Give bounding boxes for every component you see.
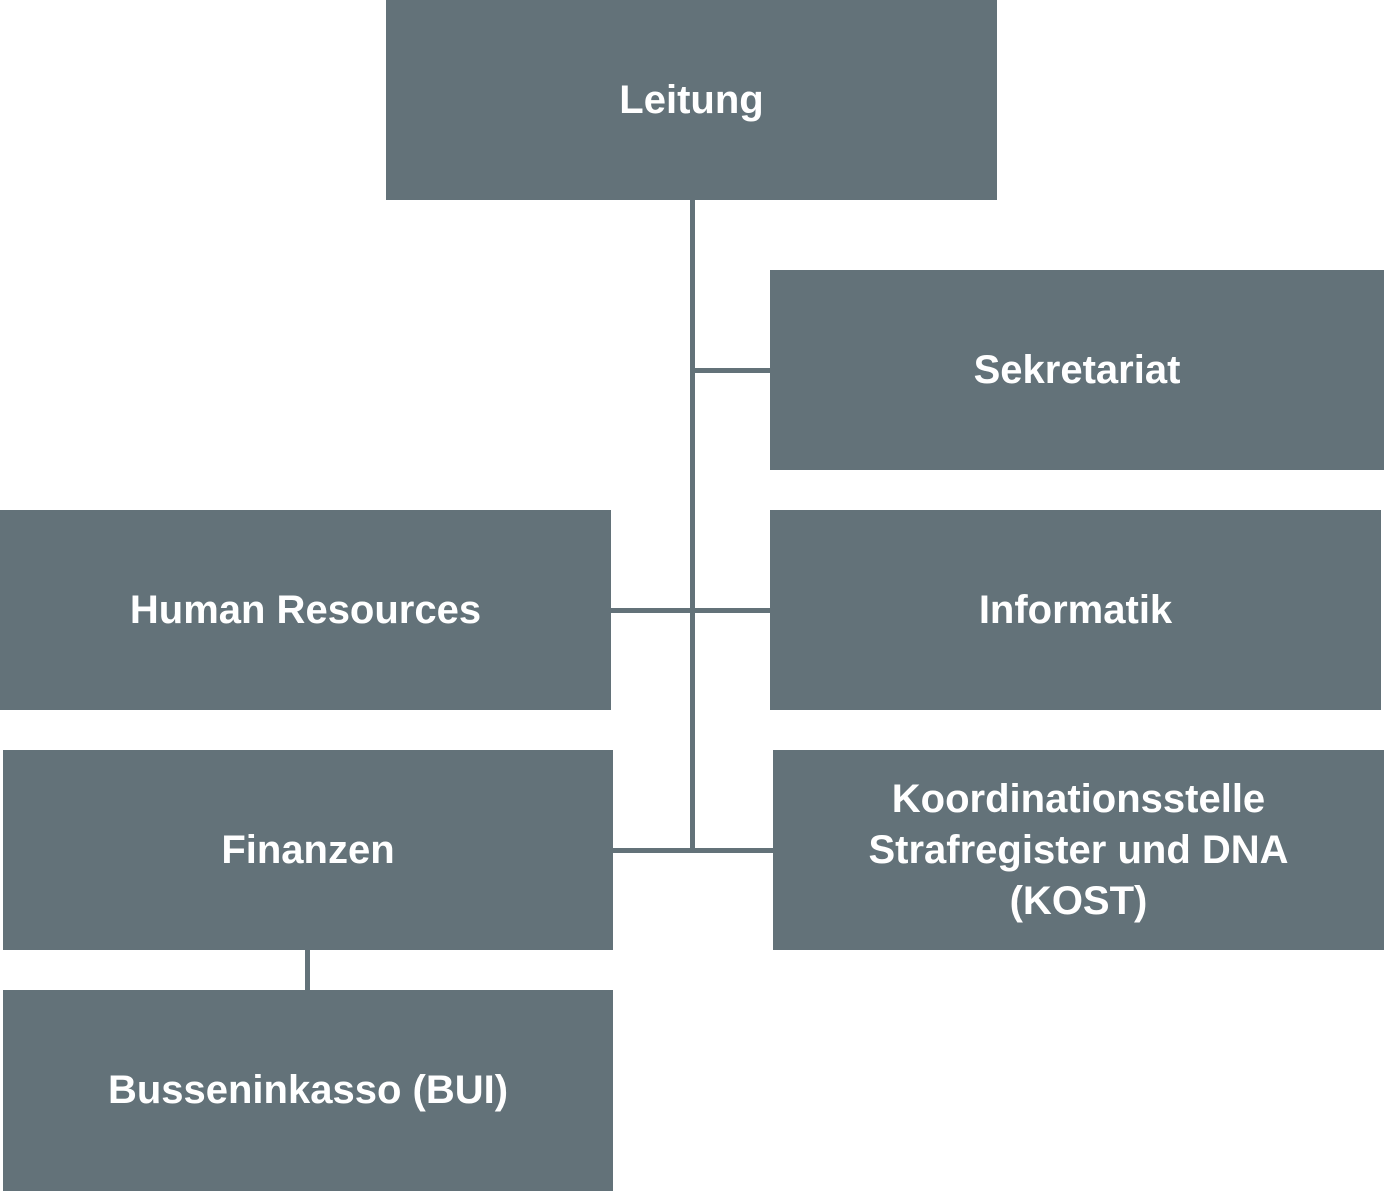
node-label: Informatik	[978, 587, 1173, 632]
node-kost: Koordinationsstelle Strafregister und DN…	[773, 750, 1384, 950]
node-finanzen: Finanzen	[3, 750, 613, 950]
connector-hr-informatik	[611, 608, 770, 613]
node-label: Finanzen	[221, 827, 395, 872]
node-label-line-3: (KOST)	[1009, 878, 1148, 923]
node-label-line-2: Strafregister und DNA	[868, 827, 1289, 872]
connector-finanzen-bui	[305, 950, 310, 990]
node-human-resources: Human Resources	[0, 510, 611, 710]
node-label: Busseninkasso (BUI)	[107, 1068, 509, 1112]
node-sekretariat: Sekretariat	[770, 270, 1384, 470]
connector-trunk	[690, 200, 695, 851]
connector-finanzen-kost	[613, 848, 773, 853]
connector-sekretariat	[690, 368, 770, 373]
node-leitung: Leitung	[386, 0, 997, 200]
node-label: Human Resources	[129, 587, 482, 632]
node-label-line-1: Koordinationsstelle	[891, 776, 1266, 821]
node-label: Leitung	[619, 77, 764, 122]
node-informatik: Informatik	[770, 510, 1381, 710]
node-busseninkasso: Busseninkasso (BUI)	[3, 990, 613, 1191]
node-label: Sekretariat	[973, 347, 1181, 392]
